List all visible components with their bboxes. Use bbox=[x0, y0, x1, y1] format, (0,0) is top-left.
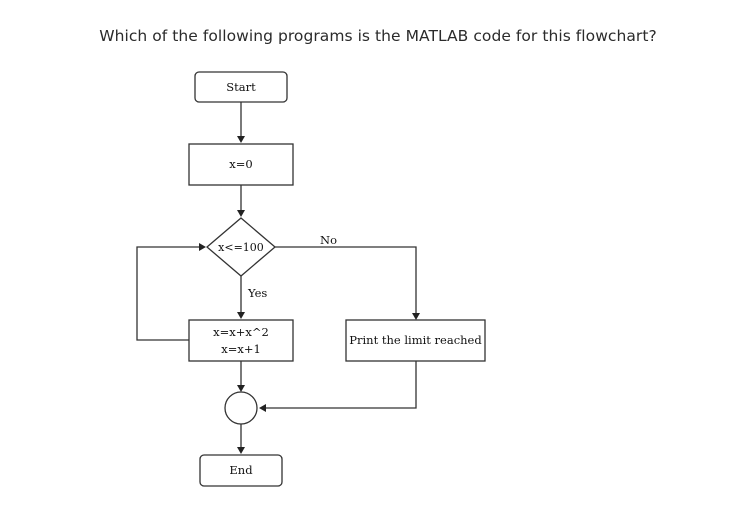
question-text: Which of the following programs is the M… bbox=[99, 27, 657, 45]
init-node: x=0 bbox=[188, 143, 294, 186]
print-box bbox=[345, 319, 486, 362]
arrow-init-to-condition bbox=[237, 185, 245, 217]
condition-label: x<=100 bbox=[218, 241, 264, 254]
loop-body-box bbox=[188, 319, 294, 362]
arrowhead bbox=[237, 312, 245, 319]
condition-node: x<=100 bbox=[205, 217, 277, 277]
arrowhead bbox=[259, 404, 266, 412]
arrow-body-to-connector bbox=[237, 361, 245, 392]
print-label: Print the limit reached bbox=[349, 333, 482, 347]
init-label: x=0 bbox=[229, 157, 252, 171]
start-label: Start bbox=[226, 80, 256, 94]
start-node: Start bbox=[194, 71, 288, 103]
arrowhead bbox=[237, 447, 245, 454]
end-label: End bbox=[229, 463, 253, 477]
arrow-yes-branch: Yes bbox=[237, 276, 267, 319]
arrow-no-branch: No bbox=[275, 233, 420, 320]
end-node: End bbox=[199, 454, 283, 487]
loop-body-line2: x=x+1 bbox=[221, 342, 261, 356]
arrow-print-to-connector bbox=[259, 361, 417, 412]
arrow-loop-back bbox=[136, 243, 206, 341]
print-node: Print the limit reached bbox=[345, 319, 486, 362]
arrowhead bbox=[199, 243, 206, 251]
end-box bbox=[199, 454, 283, 487]
loop-body-node: x=x+x^2 x=x+1 bbox=[188, 319, 294, 362]
init-box bbox=[188, 143, 294, 186]
yes-label: Yes bbox=[247, 286, 267, 300]
arrowhead bbox=[412, 313, 420, 320]
no-label: No bbox=[320, 233, 337, 247]
connector-circle bbox=[224, 391, 258, 425]
arrowhead bbox=[237, 210, 245, 217]
arrow-connector-to-end bbox=[237, 424, 245, 454]
loop-body-line1: x=x+x^2 bbox=[213, 325, 269, 339]
arrow-start-to-init bbox=[237, 102, 245, 143]
arrowhead bbox=[237, 136, 245, 143]
arrowhead bbox=[237, 385, 245, 392]
